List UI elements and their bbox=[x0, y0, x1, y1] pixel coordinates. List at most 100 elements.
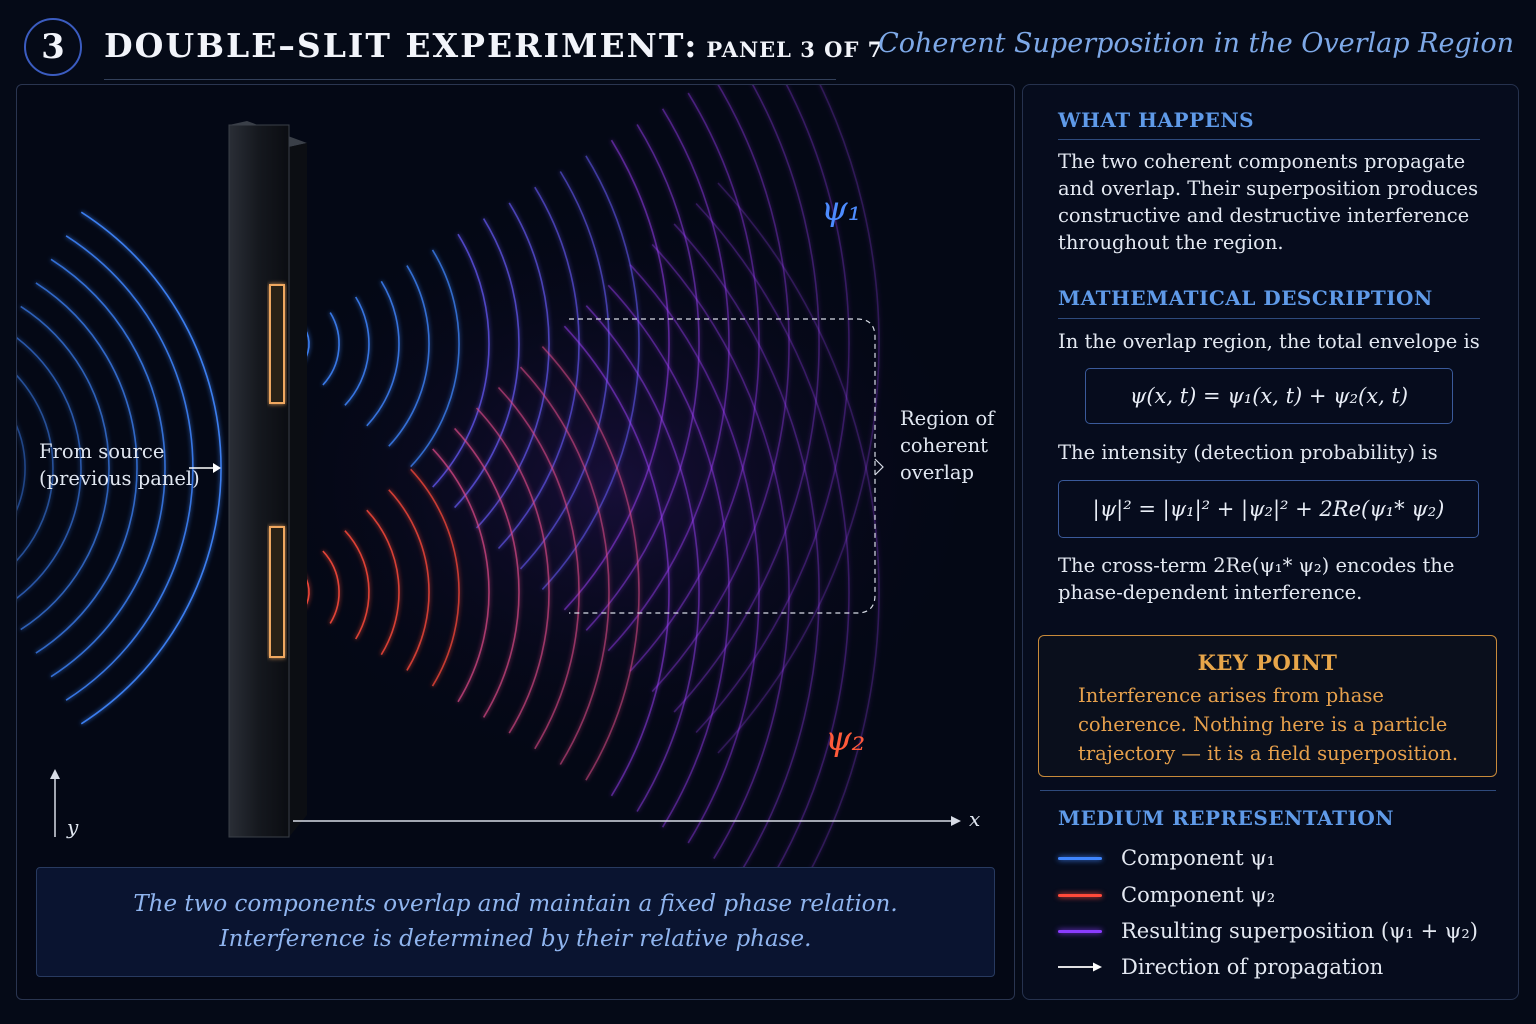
math-intro: In the overlap region, the total envelop… bbox=[1058, 330, 1480, 353]
incoming-wavefront bbox=[35, 282, 138, 654]
psi1-wavefront bbox=[476, 202, 550, 529]
legend-item-direction: Direction of propagation bbox=[1058, 952, 1383, 982]
intensity-equation: |ψ|² = |ψ₁|² + |ψ₂|² + 2Re(ψ₁* ψ₂) bbox=[1058, 480, 1479, 538]
key-point-box: KEY POINT Interference arises from phase… bbox=[1038, 635, 1497, 777]
y-axis-label: y bbox=[67, 815, 79, 839]
source-label: From source (previous panel) bbox=[39, 438, 200, 492]
psi1-wavefront bbox=[454, 218, 520, 509]
psi2-wavefront bbox=[366, 509, 400, 656]
psi2-wavefront bbox=[673, 223, 820, 875]
psi2-wavefront bbox=[563, 325, 670, 797]
psi1-wavefront bbox=[629, 92, 760, 672]
what-happens-rule bbox=[1058, 139, 1480, 140]
psi2-wavefront bbox=[388, 489, 430, 671]
psi2-wavefront bbox=[454, 427, 520, 718]
psi1-wavefront bbox=[432, 233, 490, 488]
psi2-wavefronts bbox=[300, 182, 880, 907]
source-label-line2: (previous panel) bbox=[39, 467, 200, 490]
x-axis-arrow bbox=[951, 816, 961, 826]
key-point-heading: KEY POINT bbox=[1197, 650, 1338, 675]
legend-label-direction: Direction of propagation bbox=[1121, 955, 1384, 979]
psi1-wavefront bbox=[519, 171, 610, 570]
legend-label-superposition: Resulting superposition (ψ₁ + ψ₂) bbox=[1121, 919, 1478, 943]
x-axis-label: x bbox=[969, 807, 981, 831]
incoming-wavefront bbox=[17, 337, 82, 599]
info-panel bbox=[1022, 84, 1519, 1000]
psi1-wavefront bbox=[673, 85, 820, 713]
page-title: DOUBLE–SLIT EXPERIMENT: PANEL 3 OF 7 bbox=[104, 26, 883, 65]
incoming-wavefront bbox=[17, 374, 54, 562]
intensity-intro: The intensity (detection probability) is bbox=[1058, 441, 1438, 464]
legend-label-psi2: Component ψ₂ bbox=[1121, 883, 1276, 907]
legend-direction-arrow-icon bbox=[1058, 962, 1102, 972]
psi2-wavefront bbox=[651, 243, 790, 860]
psi1-wavefront bbox=[344, 296, 370, 406]
legend-label-psi1: Component ψ₁ bbox=[1121, 846, 1276, 870]
psi1-wavefront bbox=[388, 265, 430, 447]
math-heading: MATHEMATICAL DESCRIPTION bbox=[1058, 286, 1433, 310]
psi1-wavefront bbox=[607, 108, 730, 652]
incoming-wavefront bbox=[50, 258, 166, 678]
psi2-wavefront bbox=[344, 530, 370, 640]
psi2-wavefront bbox=[519, 366, 610, 765]
overlap-brace bbox=[874, 458, 884, 476]
caption-line2: Interference is determined by their rela… bbox=[219, 926, 812, 952]
what-happens-heading: WHAT HAPPENS bbox=[1058, 108, 1255, 132]
cross-term-text: The cross-term 2Re(ψ₁* ψ₂) encodes the p… bbox=[1058, 554, 1455, 604]
incoming-wavefront bbox=[20, 305, 110, 631]
legend-heading: MEDIUM REPRESENTATION bbox=[1058, 806, 1395, 830]
psi1-wavefront bbox=[410, 249, 460, 468]
key-point-text: Interference arises from phase coherence… bbox=[1078, 684, 1459, 765]
overlap-region-label: Region of coherent overlap bbox=[900, 405, 994, 486]
psi2-wavefront bbox=[476, 407, 550, 734]
legend-item-superposition: Resulting superposition (ψ₁ + ψ₂) bbox=[1058, 916, 1478, 946]
legend-top-rule bbox=[1040, 790, 1496, 791]
page-subtitle: Coherent Superposition in the Overlap Re… bbox=[878, 28, 1514, 59]
psi1-wavefront bbox=[322, 312, 340, 386]
caption-box: The two components overlap and maintain … bbox=[36, 867, 995, 977]
psi2-wavefront bbox=[497, 386, 580, 750]
psi1-wavefront bbox=[717, 85, 880, 754]
panel-number-badge: 3 bbox=[24, 18, 82, 76]
upper-slit bbox=[269, 284, 285, 404]
diagram-frame: From source (previous panel) Region of c… bbox=[16, 84, 1015, 1000]
incoming-wavefront bbox=[80, 211, 222, 725]
overlap-label-line2: coherent bbox=[900, 434, 989, 457]
caption-line1: The two components overlap and maintain … bbox=[133, 891, 898, 917]
legend-swatch-psi1 bbox=[1058, 856, 1102, 860]
psi2-wavefront bbox=[432, 448, 490, 703]
psi1-wavefront bbox=[651, 85, 790, 693]
envelope-equation: ψ(x, t) = ψ₁(x, t) + ψ₂(x, t) bbox=[1085, 368, 1453, 424]
psi2-wavefront bbox=[585, 305, 700, 812]
psi1-wavefront bbox=[585, 124, 700, 631]
overlap-region-outline bbox=[569, 318, 876, 614]
source-arrow-head bbox=[213, 463, 221, 473]
legend-item-psi1: Component ψ₁ bbox=[1058, 843, 1275, 873]
overlap-label-line1: Region of bbox=[900, 407, 995, 430]
psi1-wavefront bbox=[541, 155, 640, 590]
incoming-wavefront bbox=[17, 425, 26, 511]
legend-item-psi2: Component ψ₂ bbox=[1058, 880, 1275, 910]
psi1-wavefront bbox=[695, 85, 850, 734]
source-label-line1: From source bbox=[39, 440, 165, 463]
barrier-side-face bbox=[289, 143, 307, 837]
y-axis-arrow bbox=[50, 769, 60, 779]
legend-swatch-psi2 bbox=[1058, 893, 1102, 897]
psi2-label: ψ₂ bbox=[825, 719, 866, 759]
psi1-wavefront bbox=[563, 139, 670, 611]
lower-slit bbox=[269, 526, 285, 658]
psi1-wavefronts bbox=[300, 85, 880, 754]
title-panel-count: PANEL 3 OF 7 bbox=[706, 37, 884, 62]
legend-swatch-superposition bbox=[1058, 929, 1102, 933]
title-main: DOUBLE–SLIT EXPERIMENT: bbox=[104, 26, 699, 65]
psi2-wavefront bbox=[541, 346, 640, 781]
psi2-wavefront bbox=[695, 202, 850, 891]
psi2-wavefront bbox=[410, 468, 460, 687]
psi1-wavefront bbox=[497, 186, 580, 550]
psi2-wavefront bbox=[629, 264, 760, 844]
double-slit-diagram bbox=[17, 85, 961, 907]
psi2-wavefront bbox=[717, 182, 880, 907]
overlap-label-line3: overlap bbox=[900, 461, 974, 484]
psi1-label: ψ₁ bbox=[821, 189, 862, 229]
psi2-wavefront bbox=[322, 550, 340, 624]
